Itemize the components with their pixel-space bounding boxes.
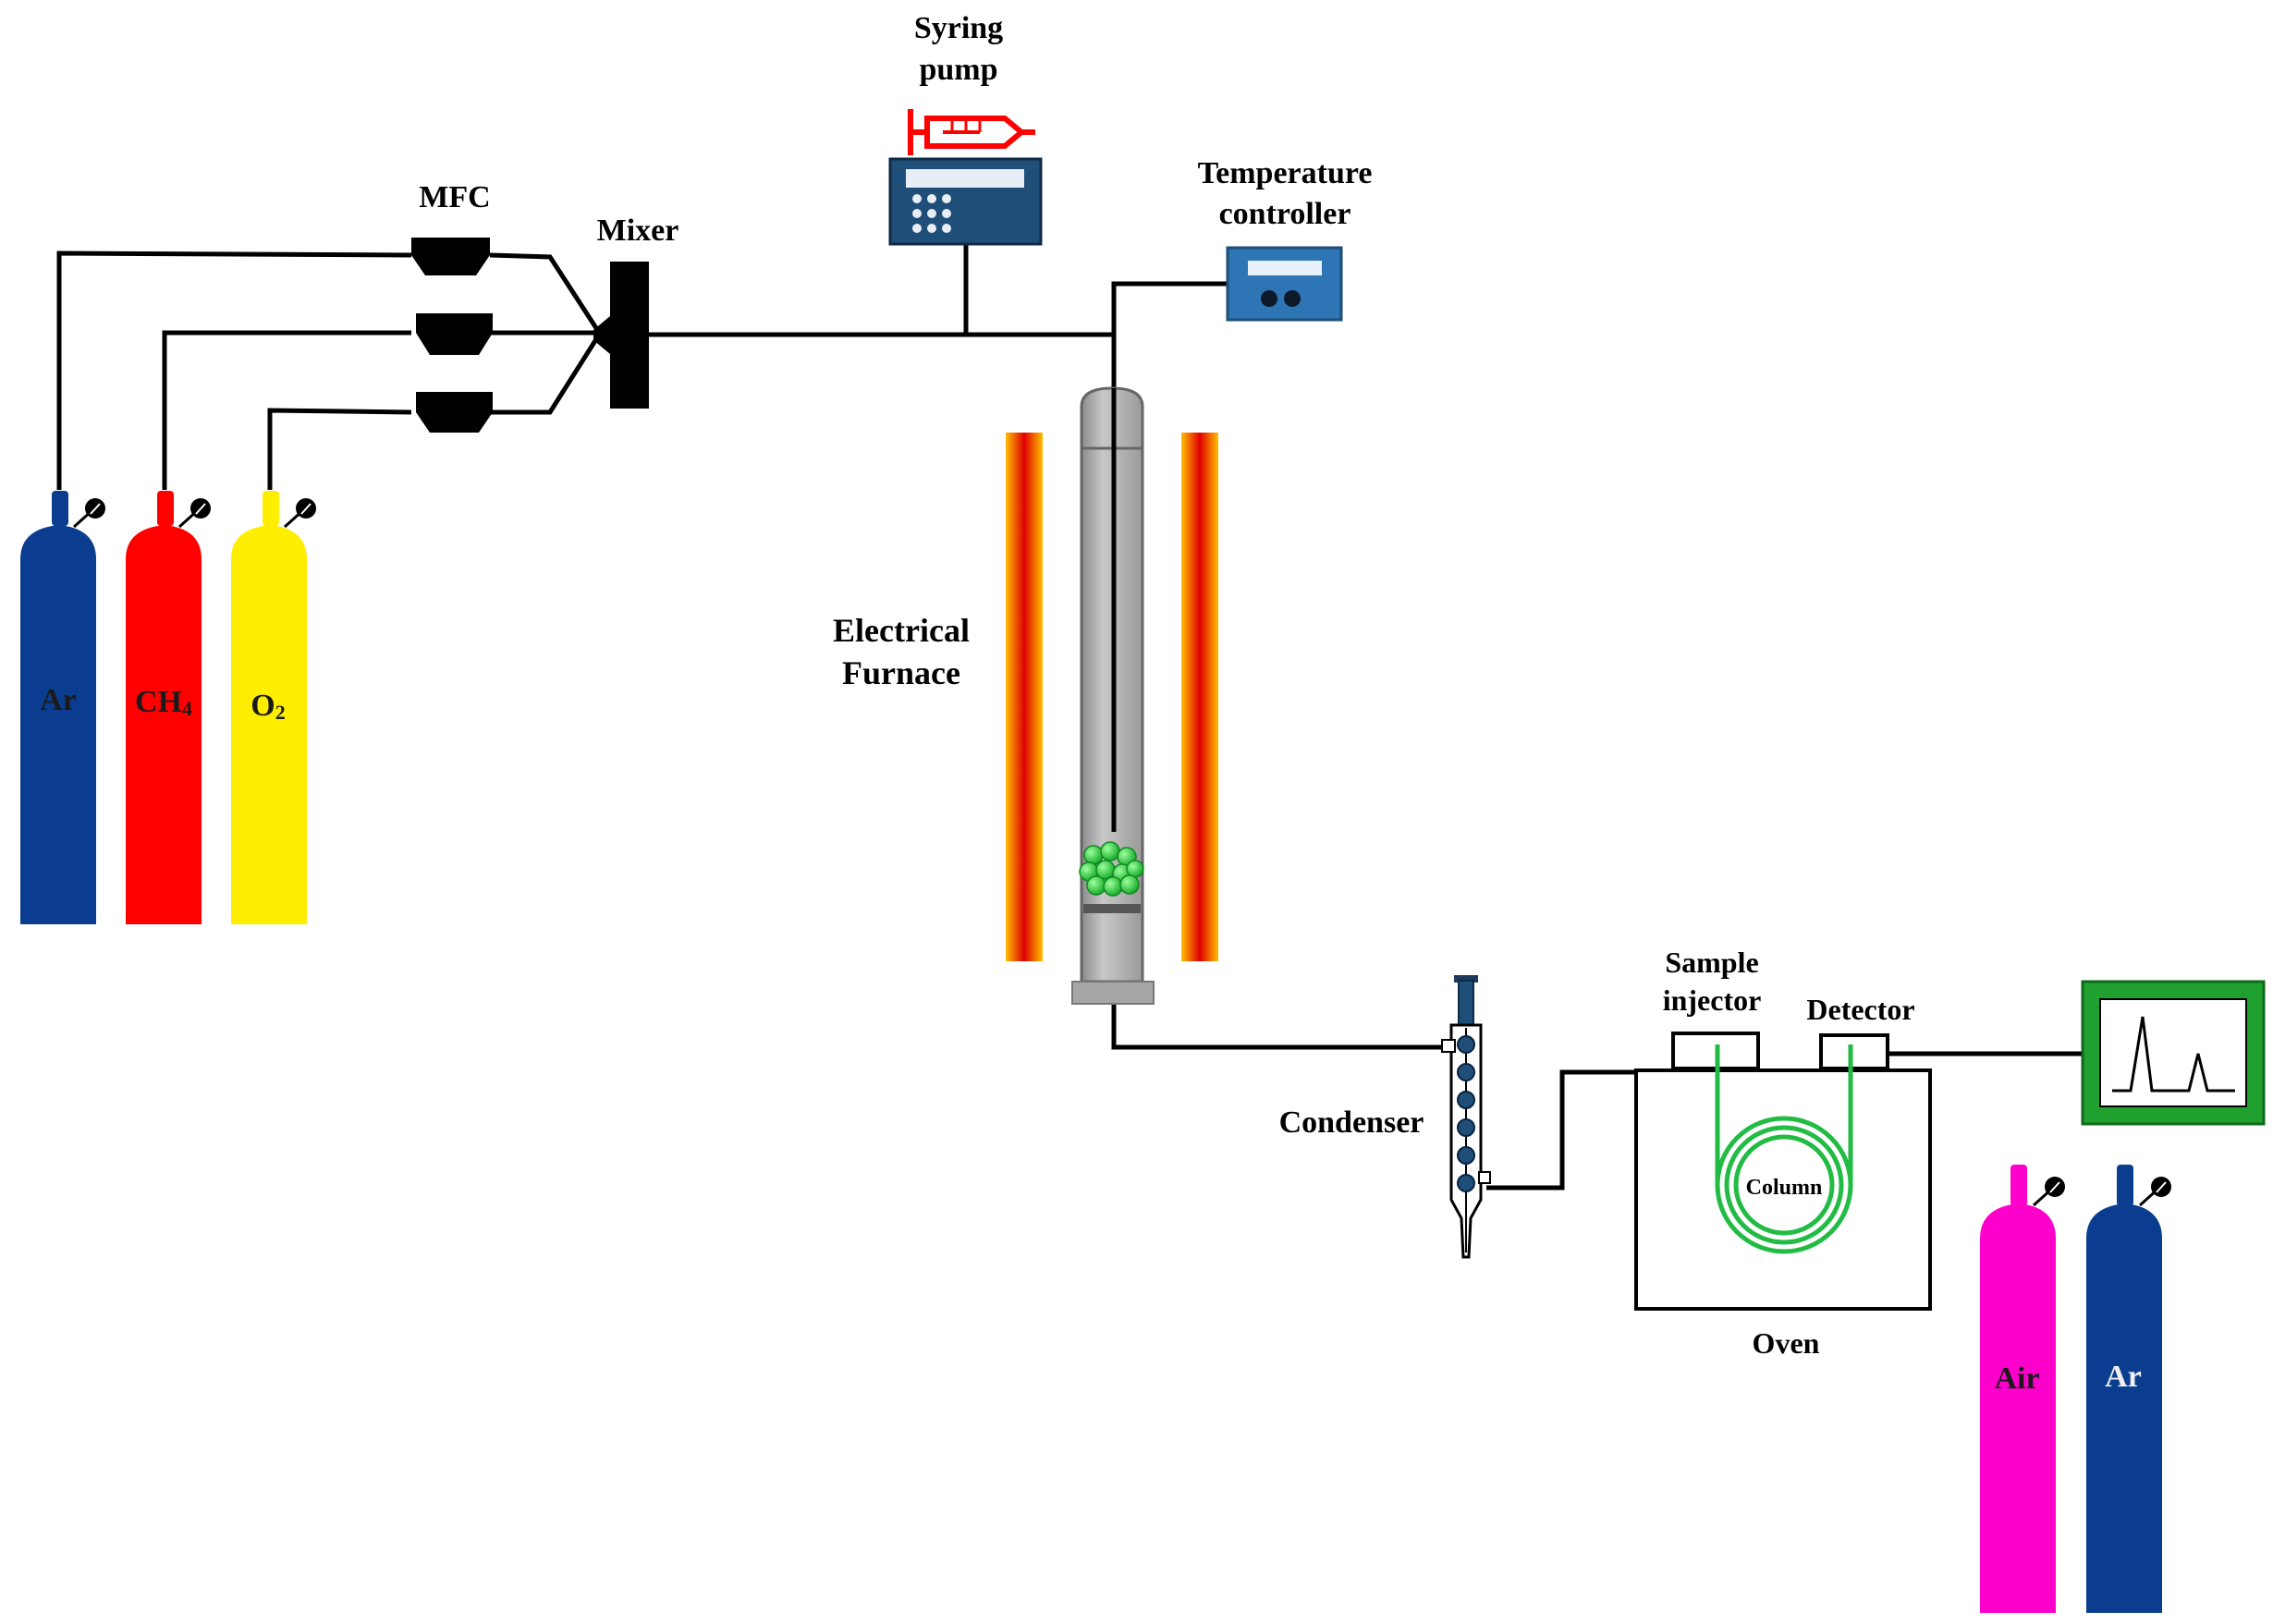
line-reactor-to-condenser [1111,1003,1449,1050]
mfc-3 [416,392,493,433]
furnace-label-line2: Furnace [842,654,960,691]
temperature-controller-device [1226,246,1343,322]
reactor-tube [1071,386,1155,1005]
furnace-label-line1: Electrical [833,612,970,649]
cylinder-ar-left: Ar [20,491,105,924]
line-mfc3-to-mixer [490,337,599,415]
mfc-units [411,238,493,433]
cylinder-o2-label: O2 [251,689,285,724]
temperature-controller-label-line1: Temperature [1198,156,1373,190]
line-ar-to-mfc [56,250,412,490]
line-mfc1-to-mixer [489,252,599,330]
thermocouple-line [1111,281,1229,335]
furnace-heater-left [1006,433,1043,961]
gc-column [1715,1044,1853,1254]
chromatogram-monitor [2081,980,2266,1126]
keypad-icon [912,194,951,233]
sample-injector-label-line2: injector [1663,983,1762,1017]
condenser [1441,975,1491,1259]
mfc-1 [411,238,490,275]
detector-port [1819,1033,1889,1070]
cylinder-o2: O2 [231,491,316,924]
detector-label: Detector [1806,993,1914,1026]
catalyst-bed [1079,841,1144,897]
syringe-pump-device [888,157,1043,246]
cylinder-ar-right: Ar [2086,1165,2171,1613]
cylinder-ar-left-label: Ar [40,683,77,717]
cylinder-ch4-label: CH4 [135,685,192,720]
mfc-label: MFC [419,180,490,214]
line-condenser-to-gc [1486,1069,1671,1191]
line-ch4-to-mfc [162,330,411,490]
condenser-label: Condenser [1279,1105,1424,1140]
syringe-icon [908,109,1035,155]
cylinder-ar-right-label: Ar [2105,1360,2142,1394]
mixer-label: Mixer [597,214,679,248]
syringe-pump-label-line1: Syring [914,11,1003,45]
oven-label: Oven [1753,1326,1820,1360]
cylinder-air-label: Air [1994,1361,2039,1396]
mixer [593,262,649,409]
sample-injector-label-line1: Sample [1665,946,1758,979]
column-label: Column [1746,1176,1823,1200]
main-feed-line [647,332,1117,411]
furnace-heater-right [1181,433,1218,961]
gc-oven [1634,1032,1932,1311]
syringe-pump-label-line2: pump [919,53,997,87]
cylinder-air: Air [1980,1165,2065,1613]
mfc-2 [416,313,493,355]
line-o2-to-mfc [267,408,412,490]
temperature-controller-label-line2: controller [1219,197,1351,231]
cylinder-ch4: CH4 [126,491,211,924]
